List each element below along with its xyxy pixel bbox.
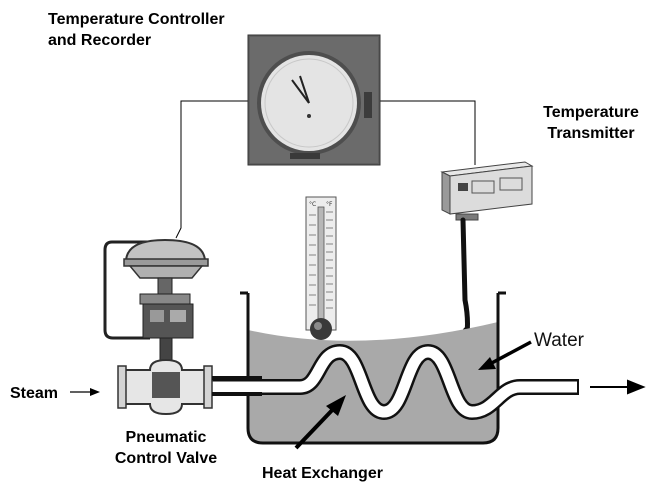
valve-label-line2: Control Valve: [114, 450, 218, 467]
controller-label-line1: Temperature Controller: [48, 11, 225, 28]
heat-exchanger-pointer: [294, 402, 340, 450]
thermometer-bulb: [310, 318, 332, 340]
signal-wiring: [175, 100, 476, 239]
water-pointer: [487, 340, 532, 367]
transmitter-label-line2: Transmitter: [547, 125, 635, 142]
recorder-pen: [291, 79, 310, 104]
controller-to-valve-wire: [175, 100, 248, 239]
thermometer-unit-f: °F: [326, 201, 333, 208]
pneumatic-control-valve: [103, 238, 262, 416]
water-label: Water: [534, 330, 584, 351]
temperature-recorder: [247, 34, 381, 166]
steam-label: Steam: [10, 385, 59, 402]
transmitter-label-line1: Temperature: [543, 104, 639, 121]
thermometer-unit-c: °C: [309, 201, 316, 208]
thermometer: °C °F: [305, 196, 337, 340]
outlet-arrow: [590, 379, 646, 395]
heat-exchanger-label: Heat Exchanger: [262, 465, 383, 482]
heat-exchanger-coil: [208, 344, 646, 420]
steam-arrow: [90, 388, 100, 396]
valve-label-line1: Pneumatic: [125, 429, 207, 446]
annotation-arrows: [70, 340, 532, 450]
controller-label-line2: and Recorder: [48, 32, 152, 49]
controller-to-transmitter-wire: [380, 100, 476, 165]
